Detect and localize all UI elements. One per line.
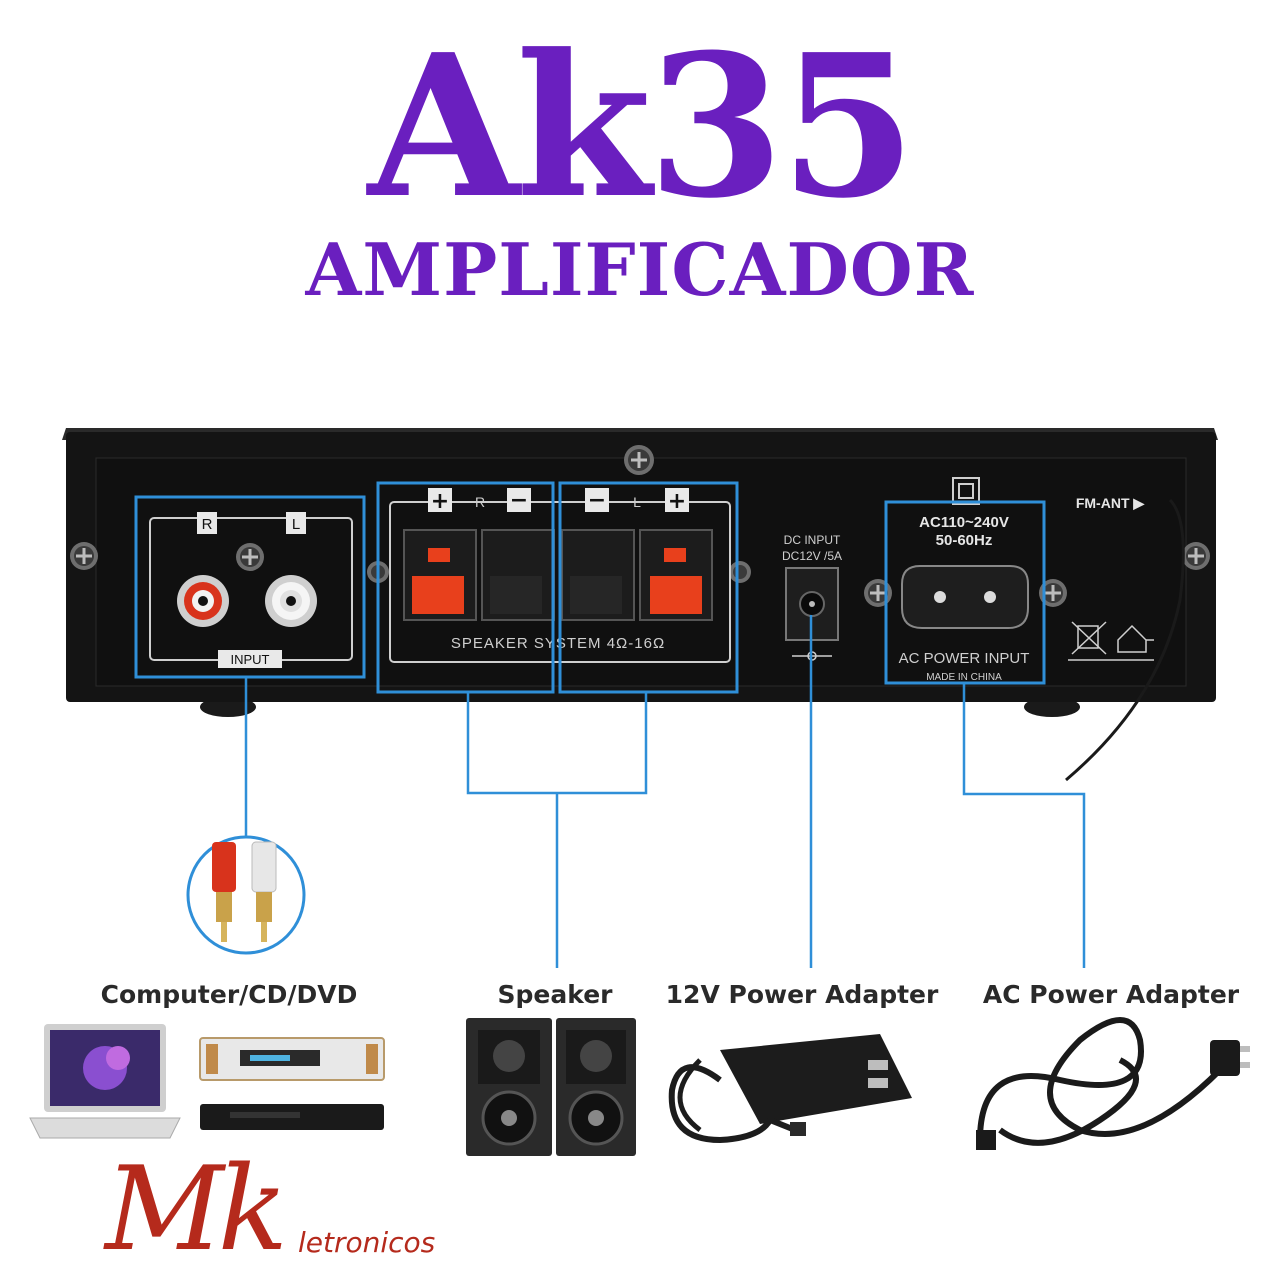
speaker-icon (556, 1018, 636, 1156)
speaker-r-label: R (475, 494, 485, 510)
highlight-speaker-l (558, 481, 739, 694)
dvd-player-icon (200, 1104, 384, 1130)
screw-icon (624, 445, 654, 475)
ac-range-label: AC110~240V (919, 514, 1009, 531)
speaker-terminal-r-plus (403, 529, 477, 621)
brand-initials: Mk (105, 1142, 288, 1277)
fm-antenna-wire (1065, 498, 1185, 782)
speaker-r-minus: − (510, 488, 528, 513)
power-adapter-icon (668, 1034, 912, 1144)
indoor-use-icon (1117, 624, 1154, 653)
highlight-speaker-r (376, 481, 555, 694)
screw-icon (236, 543, 264, 571)
dc-input-rating: DC12V /5A (782, 549, 842, 563)
speaker-l-minus: − (588, 488, 606, 513)
speaker-terminal-l-minus (561, 529, 635, 621)
dc-input-label: DC INPUT (784, 533, 841, 547)
screw-icon (864, 579, 892, 607)
weee-bin-icon (1071, 621, 1107, 655)
screw-icon (1039, 579, 1067, 607)
rca-jack-icon (177, 575, 229, 627)
speaker-l-plus: + (668, 489, 686, 514)
speaker-r-plus: + (431, 489, 449, 514)
rca-jack-icon (265, 575, 317, 627)
laptop-icon (29, 1024, 181, 1139)
screw-icon (729, 561, 751, 583)
label-12v-power-adapter: 12V Power Adapter (665, 980, 939, 1009)
ac-freq-label: 50-60Hz (936, 532, 993, 549)
cd-player-icon (199, 1037, 385, 1081)
rca-cable-icon (186, 835, 306, 955)
speaker-terminal-r-minus (481, 529, 555, 621)
input-l-label: L (292, 516, 300, 533)
line-speaker (466, 692, 648, 968)
highlight-input (134, 495, 366, 679)
brand-name: letronicos (298, 1226, 436, 1259)
speaker-l-label: L (633, 494, 641, 510)
ac-cable-icon (977, 1017, 1223, 1146)
label-computer-cd-dvd: Computer/CD/DVD (100, 980, 358, 1009)
speaker-terminal-l-plus (639, 529, 713, 621)
label-ac-power-adapter: AC Power Adapter (982, 980, 1240, 1009)
line-ac (962, 683, 1086, 968)
made-in-label: MADE IN CHINA (926, 672, 1002, 683)
page-title: Ak35 (367, 12, 917, 242)
fm-ant-label: FM-ANT ▶ (1076, 495, 1146, 511)
screw-icon (1182, 542, 1210, 570)
label-speaker: Speaker (497, 980, 613, 1009)
ac-power-input-label: AC POWER INPUT (899, 650, 1030, 667)
input-label: INPUT (231, 652, 270, 667)
input-r-label: R (202, 516, 213, 533)
speaker-system-label: SPEAKER SYSTEM 4Ω-16Ω (451, 635, 665, 652)
speaker-icon (466, 1018, 552, 1156)
screw-icon (70, 542, 98, 570)
ac-socket (901, 565, 1029, 629)
page-subtitle: AMPLIFICADOR (305, 227, 975, 312)
